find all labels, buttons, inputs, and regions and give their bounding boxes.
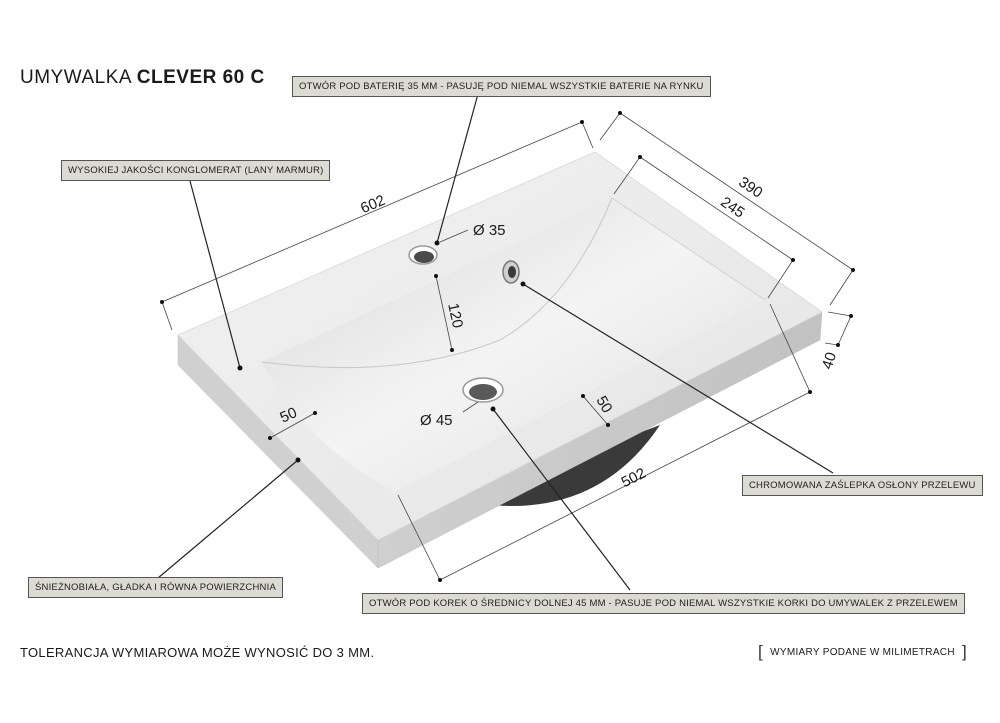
title-prefix: UMYWALKA <box>20 67 137 88</box>
bracket-left-icon: [ <box>758 642 764 661</box>
tolerance-note: TOLERANCJA WYMIAROWA MOŻE WYNOSIĆ DO 3 M… <box>20 645 375 660</box>
dim-rim-left: 50 <box>277 404 299 426</box>
dim-tap-hole: Ø 35 <box>473 222 506 239</box>
title-model: CLEVER 60 C <box>136 67 265 88</box>
dim-width: 602 <box>358 192 388 217</box>
bracket-right-icon: ] <box>961 642 967 661</box>
dim-tap-to-drain: 120 <box>444 302 466 330</box>
dim-depth: 390 <box>735 174 765 202</box>
callout-tap-hole: OTWÓR POD BATERIĘ 35 MM - PASUJĘ POD NIE… <box>292 76 711 97</box>
dim-rim-front: 50 <box>592 393 615 416</box>
callout-surface: ŚNIEŻNOBIAŁA, GŁADKA I RÓWNA POWIERZCHNI… <box>28 577 283 598</box>
units-text: WYMIARY PODANE W MILIMETRACH <box>770 646 955 658</box>
product-title: UMYWALKA CLEVER 60 C <box>20 67 265 89</box>
dim-drain: Ø 45 <box>420 412 453 429</box>
dim-bowl-depth: 245 <box>717 194 747 222</box>
dim-height: 40 <box>819 350 840 371</box>
callout-drain: OTWÓR POD KOREK O ŚREDNICY DOLNEJ 45 MM … <box>362 593 965 614</box>
callout-material: WYSOKIEJ JAKOŚCI KONGLOMERAT (LANY MARMU… <box>61 160 331 181</box>
basin-bowl <box>262 198 765 492</box>
units-note: [ WYMIARY PODANE W MILIMETRACH ] <box>758 642 967 662</box>
callout-overflow: CHROMOWANA ZAŚLEPKA OSŁONY PRZELEWU <box>742 475 983 496</box>
